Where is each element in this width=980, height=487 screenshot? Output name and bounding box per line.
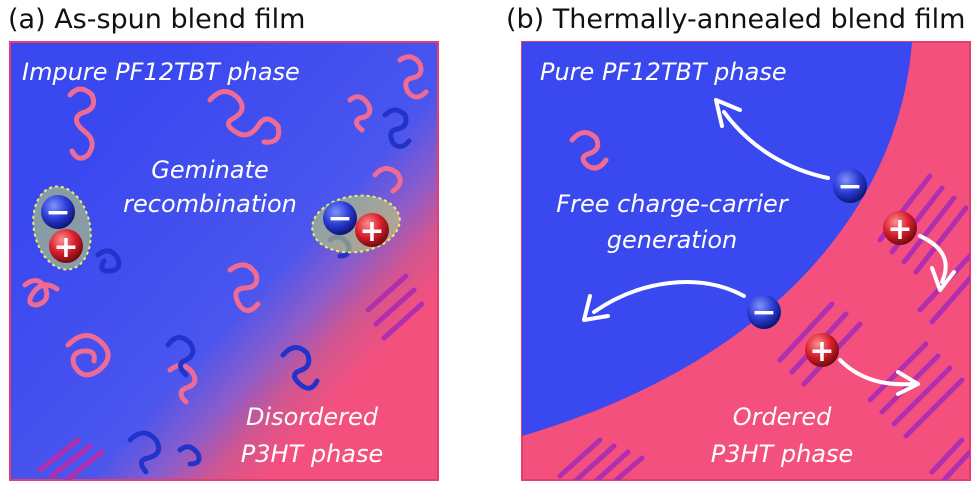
panel-b-pf12tbt-region	[522, 42, 912, 436]
p3ht-chain	[372, 166, 403, 194]
electron-symbol: −	[327, 201, 352, 236]
hole-path-arrow	[918, 234, 948, 284]
panel-a-process-line1: Geminate	[151, 156, 269, 184]
electron-path-arrow	[592, 280, 746, 314]
panel-b-process-line2: generation	[607, 226, 738, 254]
p3ht-chain	[67, 86, 97, 161]
panel-b-phase-bottom-line2: P3HT phase	[711, 440, 854, 468]
hole-symbol: +	[359, 214, 384, 249]
electron-symbol: −	[837, 169, 862, 204]
panel-a-phase-bottom-line1: Disordered	[246, 403, 379, 431]
electron-icon	[747, 295, 781, 329]
p3ht-chain	[207, 89, 282, 145]
panel-b-process-line1: Free charge-carrier	[556, 190, 790, 218]
panel-a-phase-bottom-line2: P3HT phase	[241, 440, 384, 468]
pf12tbt-chain	[127, 430, 162, 475]
panel-a-process-line2: recombination	[123, 190, 297, 218]
p3ht-chain	[22, 278, 60, 308]
panel-a: (a) As-spun blend film	[8, 4, 439, 481]
electron-symbol: −	[45, 195, 70, 230]
p3ht-chain	[569, 130, 609, 171]
p3ht-chain	[227, 262, 261, 313]
pf12tbt-chain	[165, 335, 196, 378]
electron-icon	[41, 195, 75, 229]
electron-icon	[833, 169, 867, 203]
ordered-p3ht-stripes	[929, 437, 970, 480]
hole-icon	[883, 211, 917, 245]
panel-b-phase-top-label: Pure PF12TBT phase	[540, 58, 787, 86]
pf12tbt-chain	[382, 107, 412, 149]
free-electron: −	[833, 169, 867, 204]
ordered-p3ht-stripes	[37, 437, 105, 480]
pf12tbt-chain	[95, 248, 122, 274]
free-electron: −	[747, 295, 781, 330]
electron-symbol: −	[751, 295, 776, 330]
hole-icon	[355, 213, 389, 247]
hole-path-arrow	[838, 358, 914, 387]
p3ht-chain	[65, 333, 111, 378]
panel-b: (b) Thermally-annealed blend film	[506, 4, 971, 481]
bound-exciton-pair: − +	[32, 185, 92, 271]
p3ht-chain	[347, 94, 373, 133]
ordered-p3ht-stripes	[365, 273, 425, 341]
electron-icon	[323, 201, 357, 235]
pf12tbt-chain	[280, 345, 320, 391]
p3ht-chain	[397, 54, 429, 100]
panel-b-phase-bottom-line1: Ordered	[733, 403, 832, 431]
hole-symbol: +	[809, 334, 834, 369]
panel-b-header: (b) Thermally-annealed blend film	[506, 4, 965, 35]
hole-icon	[805, 333, 839, 367]
bound-exciton-pair: − +	[311, 194, 401, 254]
charge-transport-arrows	[582, 98, 956, 396]
free-hole: +	[805, 333, 839, 369]
hole-icon	[49, 229, 83, 263]
hole-symbol: +	[53, 230, 78, 265]
panel-a-header: (a) As-spun blend film	[8, 4, 305, 35]
free-hole: +	[883, 211, 917, 247]
electron-path-arrow	[722, 110, 830, 180]
hole-symbol: +	[887, 212, 912, 247]
panel-a-phase-top-label: Impure PF12TBT phase	[22, 58, 300, 86]
pf12tbt-chain	[177, 444, 202, 467]
ordered-p3ht-stripes	[557, 437, 645, 480]
panel-a-chains	[22, 54, 429, 480]
